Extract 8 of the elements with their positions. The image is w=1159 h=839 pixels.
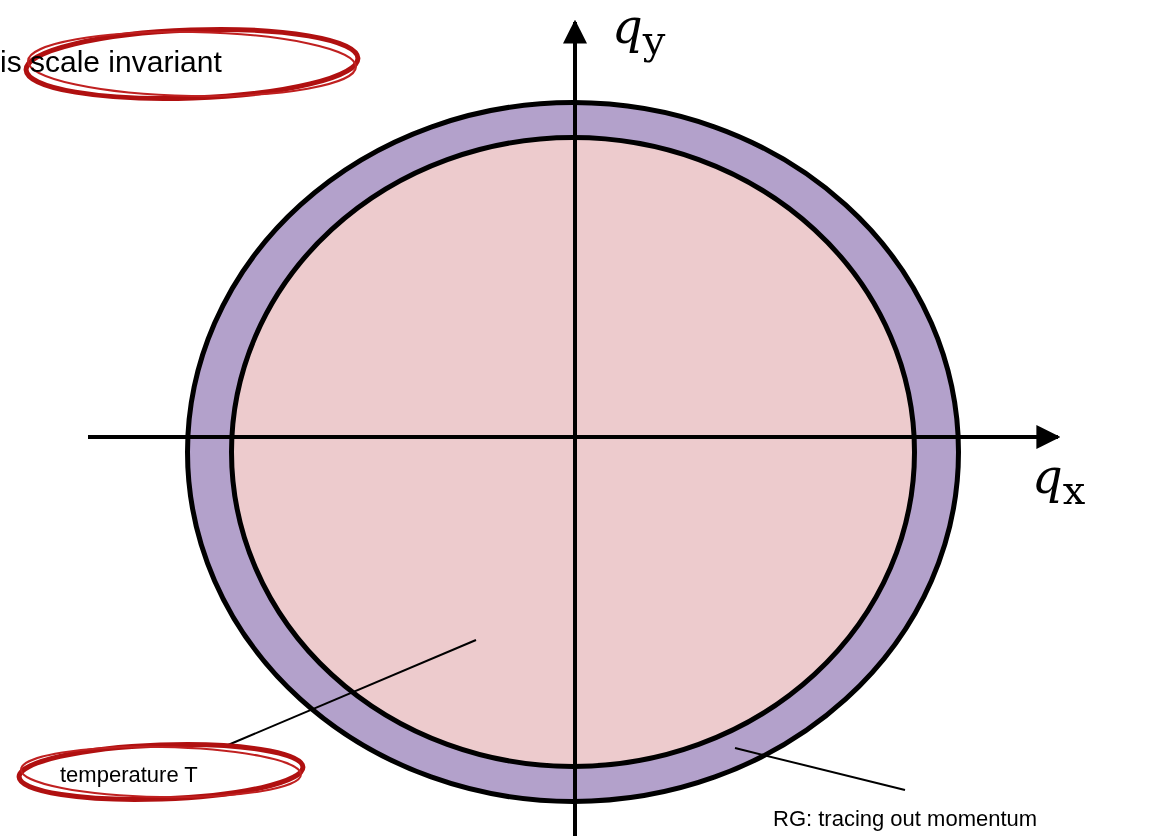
axis-label: q$_{y}$ [612,0,666,63]
axis-label: q$_{x}$ [1032,448,1086,513]
circled-note: is scale invariant [0,45,222,79]
outer-ring [185,100,961,804]
inner-disk [229,135,917,769]
annotation-text: RG: tracing out momentum [773,806,1038,832]
leader-line [734,747,906,791]
leader-line [227,639,477,746]
